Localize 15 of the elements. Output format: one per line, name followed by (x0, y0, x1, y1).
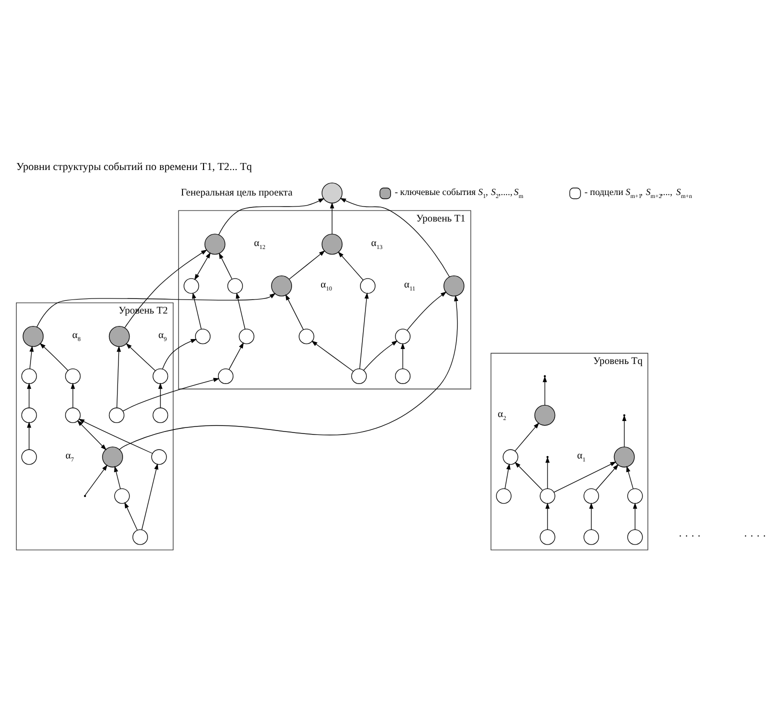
diagram-title: Уровни структуры событий по времени T1, T2... Tq (16, 161, 252, 174)
label: · · · · (678, 530, 701, 543)
node-label: α$_{12}$ (254, 238, 266, 251)
node-label: α$_{1}$ (577, 450, 586, 464)
node-label: α$_{9}$ (158, 330, 167, 344)
node-label: α$_{7}$ (65, 450, 74, 464)
node-label: α$_{13}$ (371, 238, 383, 251)
legend-label: - ключевые события S$_{1}$, S$_{2}$,....,S$_{m}$ (394, 188, 524, 200)
node-label: α$_{10}$ (320, 280, 332, 293)
label: · · · · (744, 530, 766, 543)
legend-label: - подцели S$_{m+1}$, S$_{m+2}$,..., S$_{m+n}$ (584, 188, 692, 200)
node-label: α$_{11}$ (404, 280, 416, 293)
node-label: Генеральная цель проекта (180, 187, 292, 198)
node-label: α$_{8}$ (72, 330, 81, 344)
node-label: α$_{2}$ (498, 408, 506, 422)
